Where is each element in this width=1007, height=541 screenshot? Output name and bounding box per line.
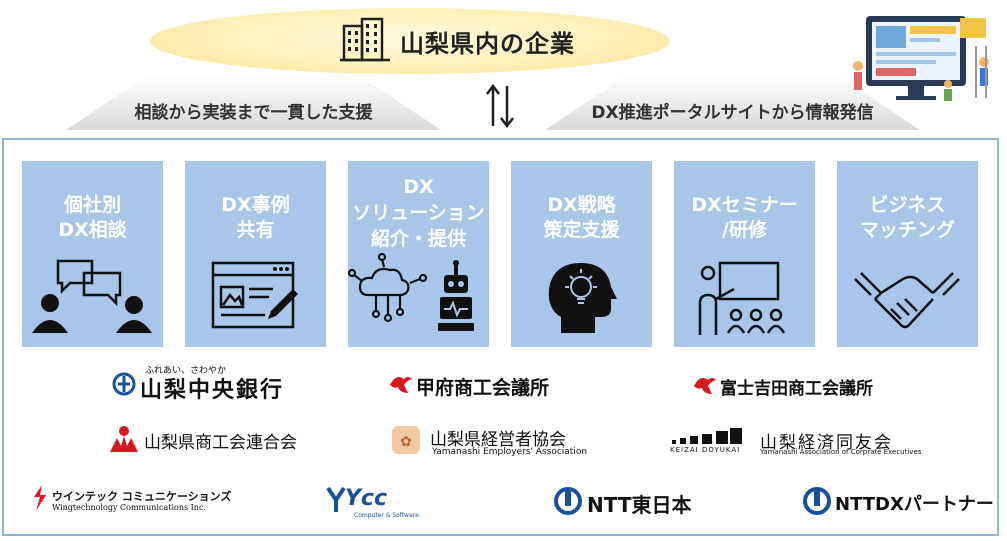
idea-head-icon xyxy=(511,253,652,339)
card-case-sharing-line2: 共有 xyxy=(236,219,275,241)
portal-banner-label: DX推進ポータルサイトから情報発信 xyxy=(591,103,874,123)
wingtech-english-name: Wingtechnology Communications Inc. xyxy=(52,503,206,512)
card-matching-line1: ビジネス xyxy=(869,194,946,216)
support-banner-label: 相談から実装まで一貫した支援 xyxy=(134,103,373,123)
building-icon xyxy=(340,16,390,66)
company-title: 山梨県内の企業 xyxy=(400,30,575,58)
card-matching-line2: マッチング xyxy=(859,219,955,241)
card-seminar-line1: DXセミナー xyxy=(691,194,798,216)
ycc-subtitle: Computer & Software xyxy=(354,512,419,519)
doyukai-logo-icon xyxy=(670,428,742,448)
card-case-sharing-line1: DX事例 xyxy=(221,194,290,216)
svg-text:✿: ✿ xyxy=(400,434,412,450)
company-ellipse xyxy=(150,8,670,74)
chuo-bank-logo-icon xyxy=(112,372,136,400)
fujiyoshida-chamber-name: 富士吉田商工会議所 xyxy=(720,379,873,399)
card-seminar: DXセミナー /研修 xyxy=(674,161,815,347)
wingtech-logo-icon xyxy=(32,485,48,515)
ntt-east-name: NTT東日本 xyxy=(587,493,692,517)
doyukai-name: 山梨経済同友会 xyxy=(760,433,893,453)
card-solutions-line1: DX xyxy=(403,176,434,198)
card-matching: ビジネス マッチング xyxy=(837,161,978,347)
wingtech-name: ウインテック コミュニケーションズ xyxy=(52,490,232,503)
employers-logo-icon: ✿ xyxy=(390,424,422,460)
doyukai-english-name: Yamanashi Association of Corprate Execut… xyxy=(760,448,922,456)
cloud-robot-icon xyxy=(347,252,489,339)
card-solutions-line2: ソリューション xyxy=(352,202,485,224)
handshake-icon xyxy=(837,253,978,339)
employers-name: 山梨県経営者協会 xyxy=(430,430,566,450)
chuo-bank-name: 山梨中央銀行 xyxy=(140,378,285,403)
chuo-bank-tagline: ふれあい、さわやか xyxy=(145,366,227,376)
services-frame xyxy=(2,138,999,536)
card-solutions-line3: 紹介・提供 xyxy=(370,228,466,250)
card-case-sharing: DX事例 共有 xyxy=(185,161,326,347)
doyukai-mark-label: KEIZAI DOYUKAI xyxy=(670,446,741,454)
ntt-dx-logo-icon xyxy=(802,486,832,520)
web-document-icon xyxy=(185,253,326,339)
ntt-dx-name: NTTDXパートナー xyxy=(835,494,994,515)
card-consultation: 個社別 DX相談 xyxy=(22,161,163,347)
employers-english-name: Yamanashi Employers' Association xyxy=(432,447,588,457)
federation-logo-icon xyxy=(108,424,140,458)
card-consultation-line2: DX相談 xyxy=(58,219,127,241)
card-strategy-line2: 策定支援 xyxy=(543,219,620,241)
ycc-logo-icon xyxy=(326,486,346,518)
card-solutions: DX ソリューション 紹介・提供 xyxy=(347,161,489,347)
fujiyoshida-chamber-logo-icon xyxy=(692,374,718,400)
card-consultation-line1: 個社別 xyxy=(63,194,121,216)
card-strategy: DX戦略 策定支援 xyxy=(511,161,652,347)
bidirectional-arrow-icon xyxy=(483,82,517,134)
card-seminar-line2: /研修 xyxy=(722,219,767,241)
federation-name: 山梨県商工会連合会 xyxy=(144,433,297,453)
ycc-name: Ycc xyxy=(345,486,388,511)
lecture-icon xyxy=(674,253,815,339)
ntt-east-logo-icon xyxy=(553,486,583,520)
card-strategy-line1: DX戦略 xyxy=(547,194,616,216)
kofu-chamber-name: 甲府商工会議所 xyxy=(416,377,550,399)
kofu-chamber-logo-icon xyxy=(388,373,414,399)
consultation-icon xyxy=(22,253,163,339)
dashboard-illustration xyxy=(848,6,998,106)
